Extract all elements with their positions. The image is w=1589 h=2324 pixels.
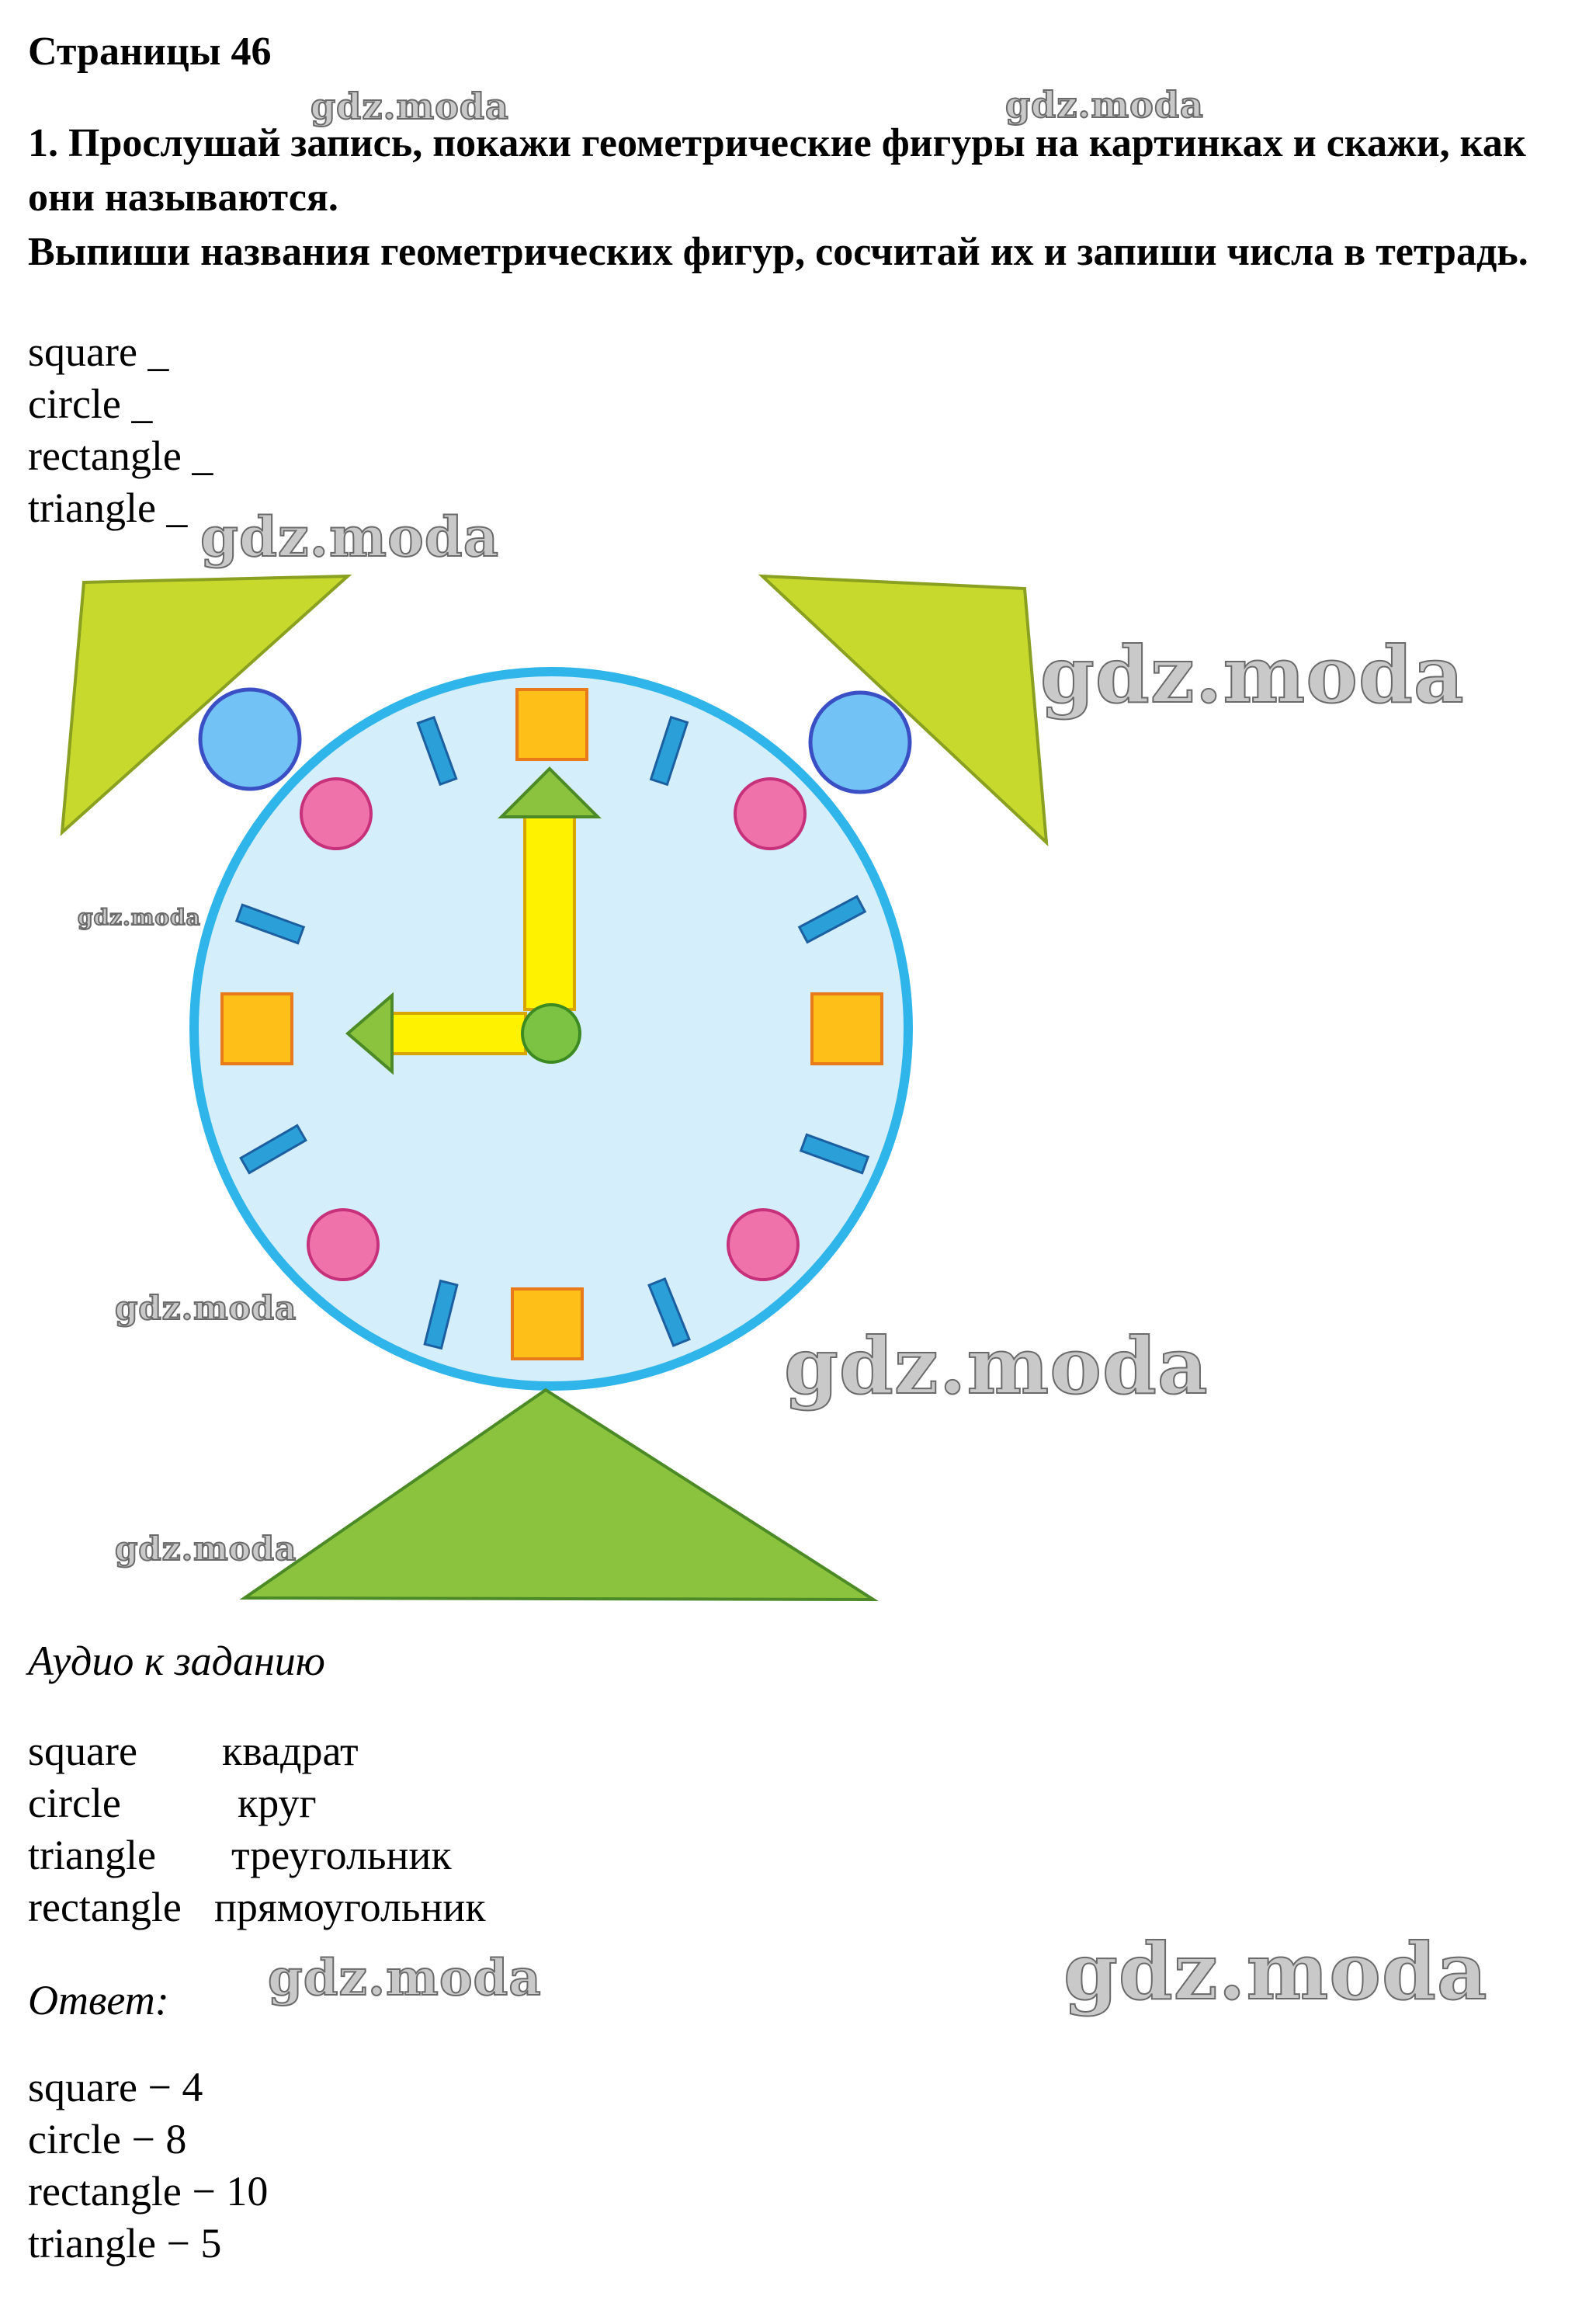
- watermark: gdz.moda: [77, 904, 201, 931]
- watermark: gdz.moda: [1004, 83, 1204, 127]
- pink-circle-1: [300, 777, 373, 850]
- square-bottom: [511, 1287, 584, 1360]
- watermark: gdz.moda: [114, 1288, 297, 1328]
- glossary-ru: квадрат: [222, 1728, 359, 1774]
- minute-hand-triangle: [345, 992, 394, 1075]
- hour-hand-triangle: [498, 766, 602, 818]
- task-instruction-1: 1. Прослушай запись, покажи геометрическ…: [28, 121, 1526, 220]
- glossary-row: circle круг: [28, 1777, 317, 1829]
- pink-circle-4: [727, 1208, 800, 1281]
- glossary-ru: прямоугольник: [214, 1884, 486, 1930]
- square-right: [810, 992, 883, 1065]
- page-heading: Страницы 46: [28, 30, 272, 74]
- task-text: 1. Прослушай запись, покажи геометрическ…: [28, 116, 1557, 280]
- tick-mark: [234, 903, 306, 945]
- watermark: gdz.moda: [310, 85, 509, 128]
- glossary-row: triangle треугольник: [28, 1829, 452, 1881]
- hour-hand-rectangle: [523, 815, 576, 1011]
- task-instruction-2: Выпиши названия геометрических фигур, со…: [28, 230, 1528, 274]
- audio-label: Аудио к заданию: [28, 1638, 325, 1684]
- tick-mark: [797, 895, 867, 944]
- answer-label: Ответ:: [28, 1977, 169, 2024]
- watermark: gdz.moda: [1039, 628, 1465, 721]
- glossary-en: circle: [28, 1780, 121, 1826]
- tick-mark: [416, 715, 458, 787]
- word-square: square _: [28, 328, 169, 375]
- alarm-clock-picture: [60, 574, 1049, 1602]
- left-bell-circle: [198, 687, 302, 791]
- square-top: [515, 688, 588, 761]
- clock-center-circle: [521, 1003, 581, 1064]
- glossary-row: rectangle прямоугольник: [28, 1881, 486, 1933]
- tick-mark: [423, 1279, 459, 1350]
- right-bell-triangle: [758, 574, 1049, 847]
- glossary-ru: круг: [238, 1780, 317, 1826]
- glossary: square квадрат circle круг triangle треу…: [28, 1725, 486, 1933]
- tick-mark: [649, 715, 689, 787]
- pink-circle-2: [734, 777, 807, 850]
- tick-mark: [647, 1277, 691, 1348]
- tick-mark: [799, 1133, 870, 1175]
- glossary-ru: треугольник: [231, 1832, 452, 1878]
- right-bell-circle: [808, 690, 912, 794]
- glossary-row: square квадрат: [28, 1725, 359, 1777]
- base-triangle: [239, 1388, 879, 1602]
- answer-triangle: triangle − 5: [28, 2220, 222, 2267]
- glossary-en: square: [28, 1728, 137, 1774]
- left-bell-triangle: [60, 574, 352, 836]
- square-left: [220, 992, 293, 1065]
- tick-mark: [239, 1124, 307, 1175]
- word-rectangle: rectangle _: [28, 432, 213, 479]
- watermark: gdz.moda: [199, 504, 500, 570]
- watermark: gdz.moda: [783, 1319, 1209, 1412]
- word-triangle: triangle _: [28, 485, 188, 531]
- watermark: gdz.moda: [114, 1529, 297, 1568]
- exercise-word-list: square _ circle _ rectangle _ triangle _: [28, 326, 213, 534]
- pink-circle-3: [307, 1208, 380, 1281]
- answer-square: square − 4: [28, 2064, 203, 2110]
- watermark: gdz.moda: [1063, 1925, 1488, 2018]
- word-circle: circle _: [28, 380, 153, 427]
- glossary-en: triangle: [28, 1832, 156, 1878]
- glossary-en: rectangle: [28, 1884, 182, 1930]
- answer-circle: circle − 8: [28, 2116, 187, 2162]
- minute-hand-rectangle: [390, 1012, 527, 1055]
- answer-list: square − 4 circle − 8 rectangle − 10 tri…: [28, 2062, 268, 2270]
- watermark: gdz.moda: [267, 1948, 542, 2008]
- answer-rectangle: rectangle − 10: [28, 2168, 269, 2215]
